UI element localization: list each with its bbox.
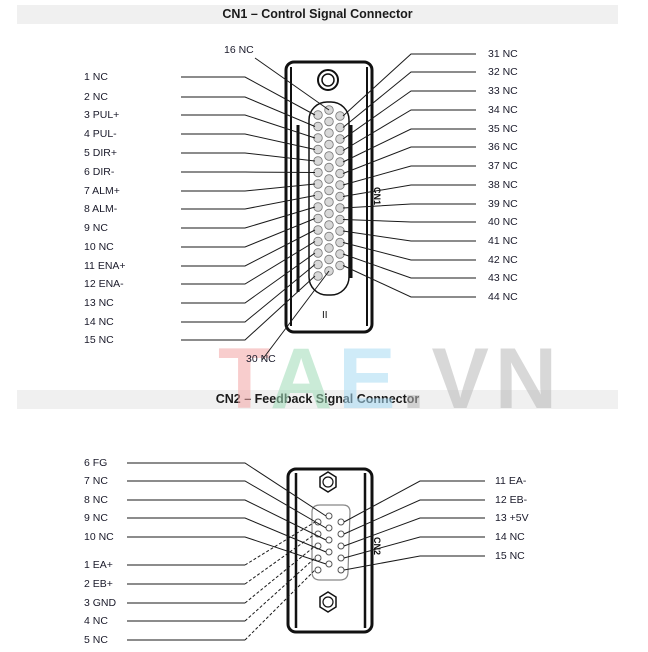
cn2-left-pin-label: 8 NC bbox=[84, 494, 108, 506]
cn1-left-pin-label: 7 ALM+ bbox=[84, 185, 120, 197]
cn1-right-pin-label: 39 NC bbox=[488, 198, 518, 210]
cn2-right-pin-label: 14 NC bbox=[495, 531, 525, 543]
cn1-pin-30-label: 30 NC bbox=[246, 353, 276, 365]
cn1-right-pin-label: 31 NC bbox=[488, 48, 518, 60]
cn1-left-pin-label: 15 NC bbox=[84, 334, 114, 346]
cn2-left-pin-label: 4 NC bbox=[84, 615, 108, 627]
cn1-left-pin-label: 3 PUL+ bbox=[84, 109, 120, 121]
cn1-pin-grid bbox=[313, 105, 345, 281]
cn2-right-pin-label: 11 EA- bbox=[495, 475, 527, 487]
cn1-left-pin-label: 2 NC bbox=[84, 91, 108, 103]
cn2-left-pin-label: 9 NC bbox=[84, 512, 108, 524]
cn1-right-pin-label: 36 NC bbox=[488, 141, 518, 153]
cn1-wire-lines bbox=[181, 53, 476, 361]
cn1-section-title: CN1 – Control Signal Connector bbox=[17, 5, 618, 24]
cn1-left-pin-label: 13 NC bbox=[84, 297, 114, 309]
cn1-left-pin-label: 11 ENA+ bbox=[84, 260, 126, 272]
cn2-left-pin-label: 1 EA+ bbox=[84, 559, 113, 571]
cn1-left-pin-label: 1 NC bbox=[84, 71, 108, 83]
svg-text:II: II bbox=[322, 310, 328, 321]
cn2-left-pin-label: 7 NC bbox=[84, 475, 108, 487]
cn1-right-pin-label: 44 NC bbox=[488, 291, 518, 303]
cn1-right-pin-label: 37 NC bbox=[488, 160, 518, 172]
cn1-right-pin-label: 32 NC bbox=[488, 66, 518, 78]
cn2-right-pin-label: 13 +5V bbox=[495, 512, 529, 524]
cn2-left-pin-label: 6 FG bbox=[84, 457, 108, 469]
cn1-left-pin-label: 8 ALM- bbox=[84, 203, 118, 215]
cn1-right-pin-label: 43 NC bbox=[488, 272, 518, 284]
cn1-right-pin-label: 42 NC bbox=[488, 254, 518, 266]
cn2-left-pin-label: 3 GND bbox=[84, 597, 117, 609]
cn1-right-pin-label: 40 NC bbox=[488, 216, 518, 228]
cn1-left-pin-label: 4 PUL- bbox=[84, 128, 117, 140]
cn1-right-pin-label: 41 NC bbox=[488, 235, 518, 247]
cn1-pin-16-label: 16 NC bbox=[224, 44, 254, 56]
cn1-right-pin-label: 38 NC bbox=[488, 179, 518, 191]
cn2-left-pin-label: 2 EB+ bbox=[84, 578, 113, 590]
cn2-wire-lines bbox=[127, 462, 485, 641]
cn1-left-pin-label: 5 DIR+ bbox=[84, 147, 117, 159]
cn1-right-pin-label: 35 NC bbox=[488, 123, 518, 135]
cn1-left-pin-label: 6 DIR- bbox=[84, 166, 115, 178]
cn1-connector-body: II bbox=[284, 60, 374, 334]
cn2-section-title: CN2 – Feedback Signal Connector bbox=[17, 390, 618, 409]
cn2-pin-grid bbox=[314, 512, 345, 574]
cn2-left-pin-label: 10 NC bbox=[84, 531, 114, 543]
cn2-right-pin-label: 12 EB- bbox=[495, 494, 528, 506]
cn2-connector-tag: CN2 bbox=[372, 537, 382, 555]
cn1-left-pin-label: 10 NC bbox=[84, 241, 114, 253]
cn2-right-pin-label: 15 NC bbox=[495, 550, 525, 562]
cn1-right-pin-label: 34 NC bbox=[488, 104, 518, 116]
cn2-left-pin-label: 5 NC bbox=[84, 634, 108, 646]
cn1-left-pin-label: 9 NC bbox=[84, 222, 108, 234]
cn1-left-pin-label: 12 ENA- bbox=[84, 278, 124, 290]
cn1-left-pin-label: 14 NC bbox=[84, 316, 114, 328]
cn1-right-pin-label: 33 NC bbox=[488, 85, 518, 97]
cn1-connector-tag: CN1 bbox=[372, 187, 382, 205]
